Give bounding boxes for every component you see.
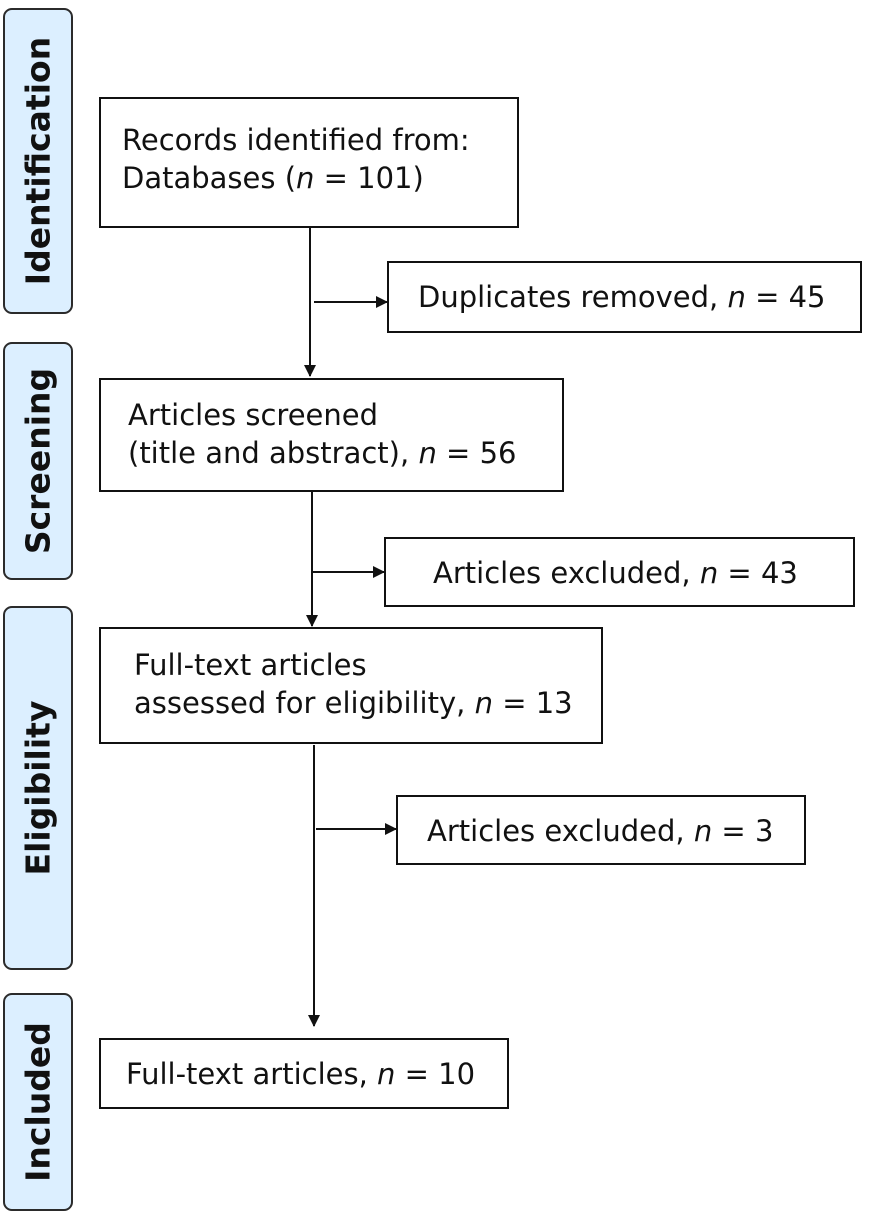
records-identified-box: Records identified from: Databases (n = … — [99, 97, 519, 228]
fulltext-line1: Full-text articles — [134, 648, 367, 682]
phase-screening: Screening — [3, 342, 73, 580]
fulltext-assessed-box: Full-text articles assessed for eligibil… — [99, 627, 603, 744]
phase-included: Included — [3, 993, 73, 1211]
articles-screened-box: Articles screened (title and abstract), … — [99, 378, 564, 492]
phase-eligibility: Eligibility — [3, 606, 73, 970]
excluded-screening-text: Articles excluded, n = 43 — [433, 556, 798, 590]
records-line2: Databases (n = 101) — [122, 161, 424, 195]
included-text: Full-text articles, n = 10 — [126, 1057, 476, 1091]
records-line1: Records identified from: — [122, 123, 470, 157]
articles-excluded-eligibility-box: Articles excluded, n = 3 — [396, 795, 806, 865]
screened-line2: (title and abstract), n = 56 — [128, 436, 517, 470]
included-box: Full-text articles, n = 10 — [99, 1038, 509, 1109]
phase-identification: Identification — [3, 8, 73, 314]
duplicates-removed-box: Duplicates removed, n = 45 — [387, 261, 862, 333]
screened-line1: Articles screened — [128, 398, 379, 432]
articles-excluded-screening-box: Articles excluded, n = 43 — [384, 537, 855, 607]
duplicates-text: Duplicates removed, n = 45 — [418, 280, 826, 314]
excluded-eligibility-text: Articles excluded, n = 3 — [427, 814, 774, 848]
fulltext-line2: assessed for eligibility, n = 13 — [134, 686, 573, 720]
